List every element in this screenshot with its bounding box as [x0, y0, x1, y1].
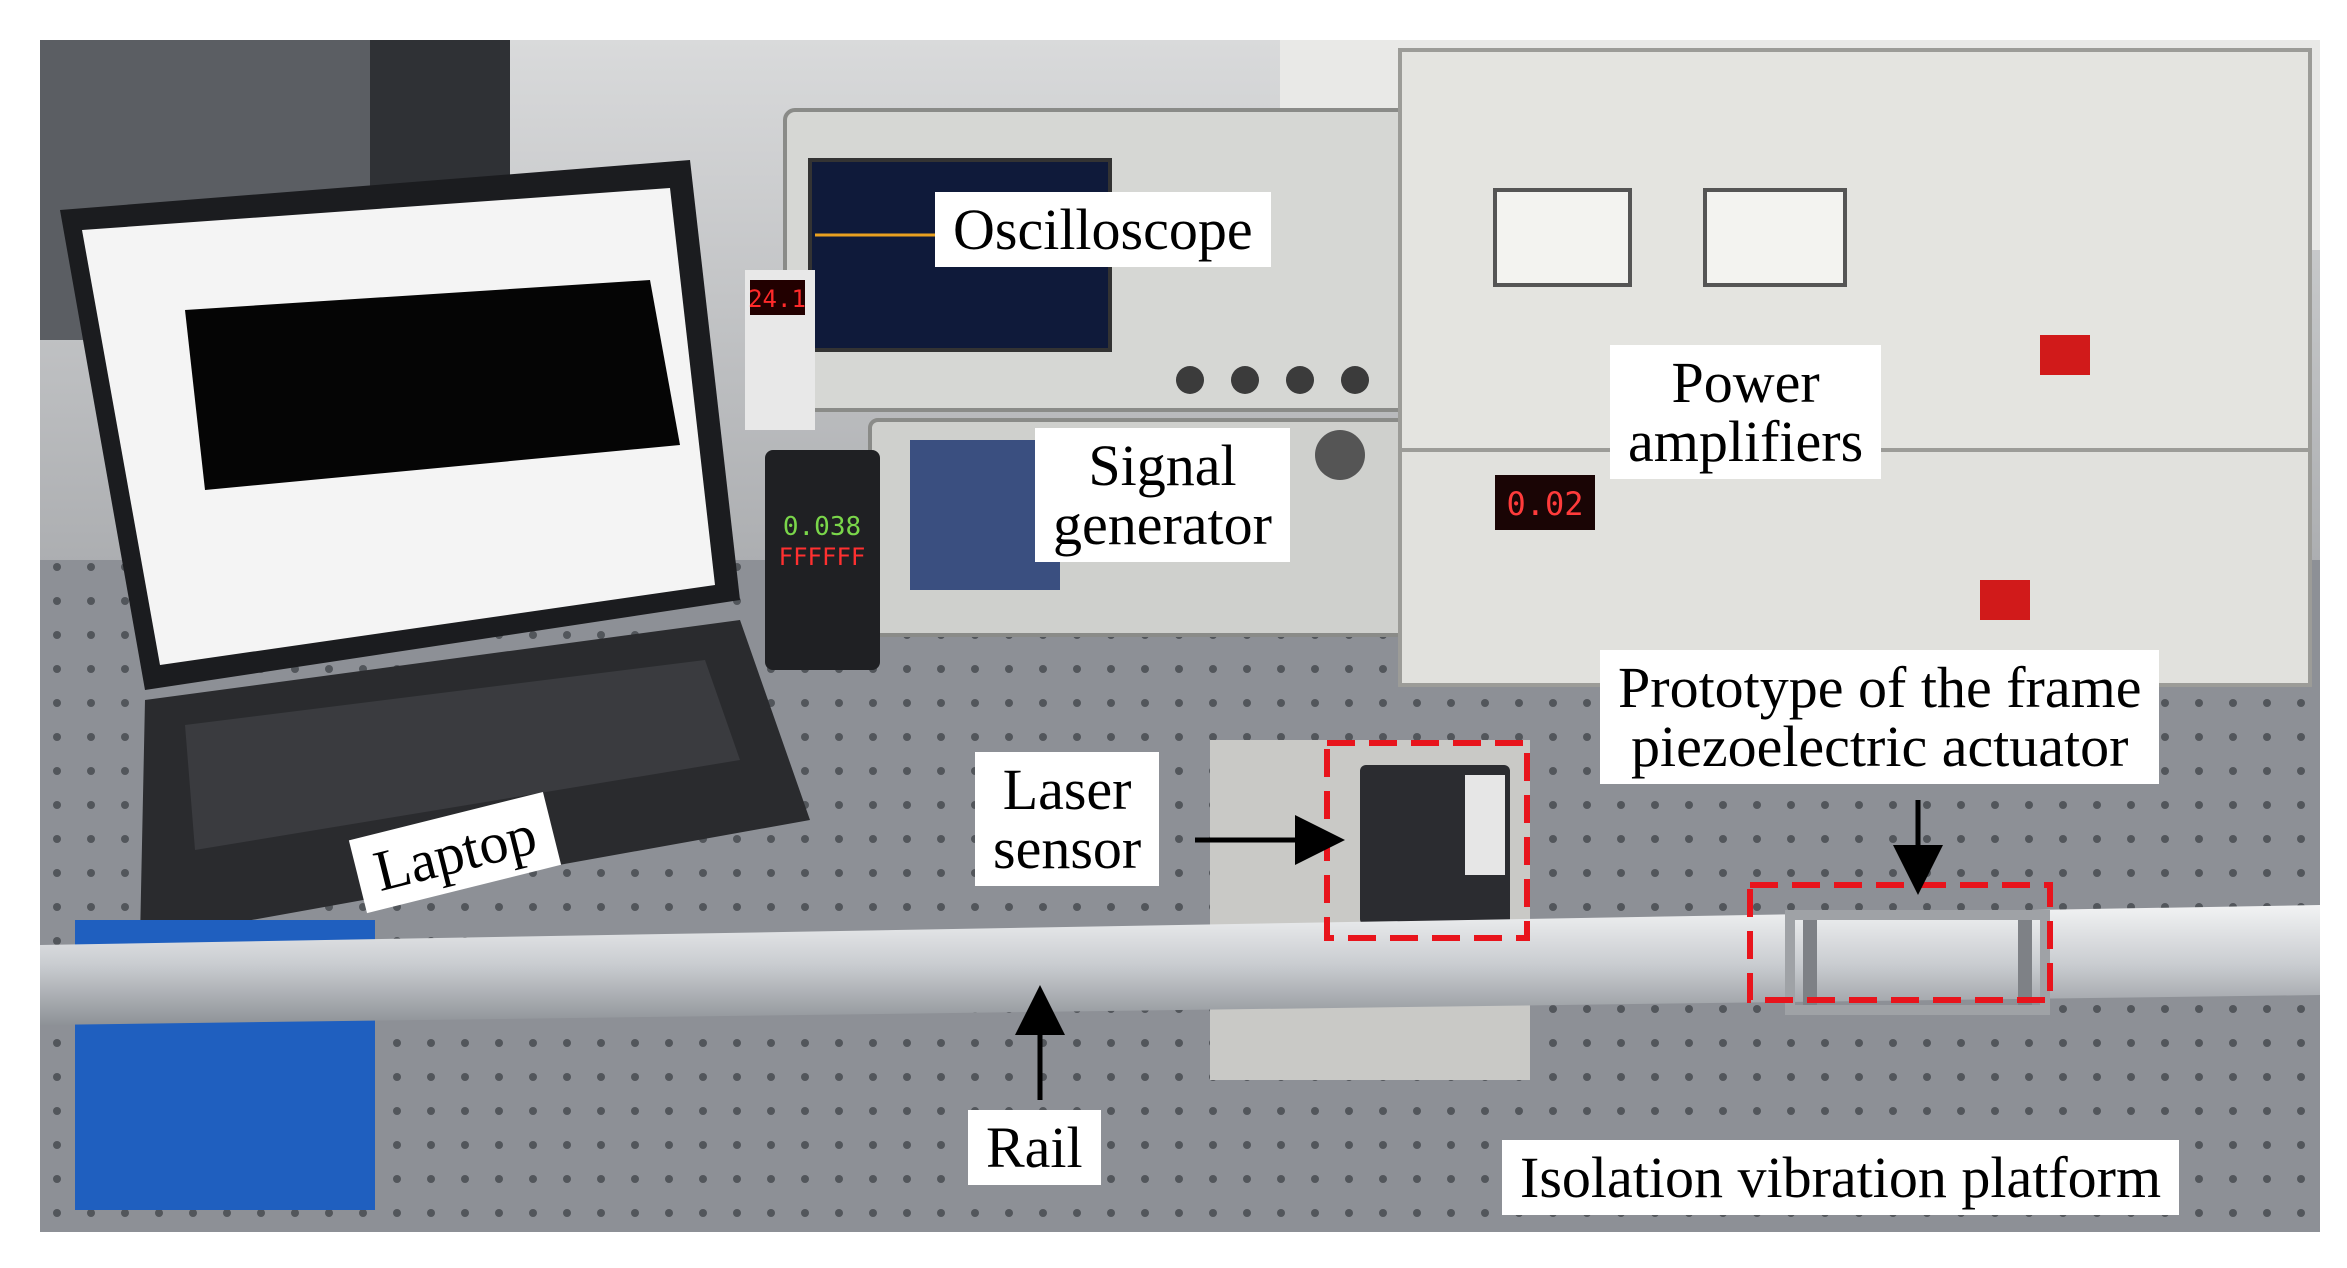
- label-isolation-platform: Isolation vibration platform: [1502, 1140, 2180, 1216]
- label-laser-sensor-line1: Laser: [1002, 757, 1132, 822]
- label-power-amplifiers-line1: Power: [1671, 350, 1820, 415]
- temperature-display: 24.1: [748, 285, 806, 313]
- label-power-amplifiers: Power amplifiers: [1610, 345, 1882, 480]
- label-prototype-line2: piezoelectric actuator: [1630, 714, 2129, 780]
- controller-display-top: 0.038: [783, 512, 861, 542]
- label-laser-sensor: Laser sensor: [975, 752, 1160, 887]
- label-prototype-line1: Prototype of the frame: [1618, 655, 2142, 720]
- ammeter-a: [1493, 188, 1632, 287]
- controller-display-bottom: FFFFFF: [779, 543, 866, 571]
- amp-red-light-bottom: [1980, 580, 2030, 620]
- label-signal-generator-line1: Signal: [1088, 433, 1237, 498]
- label-laser-sensor-line2: sensor: [993, 816, 1142, 882]
- label-rail: Rail: [968, 1110, 1101, 1186]
- prototype-actuator-frame: [1785, 910, 2050, 1015]
- amplifier-display: [1495, 475, 1595, 530]
- sensor-controller: [765, 450, 880, 670]
- experimental-setup-photo: 0.02 24.1 0.038 FFFFFF Oscilloscope Pow: [40, 40, 2320, 1232]
- label-signal-generator: Signal generator: [1035, 428, 1290, 563]
- amp-red-light-top: [2040, 335, 2090, 375]
- voltmeter-v: [1703, 188, 1847, 287]
- label-power-amplifiers-line2: amplifiers: [1628, 409, 1864, 475]
- arrow-laser-sensor: [1015, 800, 1943, 1100]
- label-oscilloscope: Oscilloscope: [935, 192, 1271, 268]
- laptop-keyboard: [185, 660, 740, 850]
- amplifier-display-value: 0.02: [1506, 485, 1583, 523]
- label-prototype: Prototype of the frame piezoelectric act…: [1600, 650, 2160, 785]
- laptop-screen-plot: [185, 280, 680, 490]
- label-signal-generator-line2: generator: [1053, 492, 1272, 558]
